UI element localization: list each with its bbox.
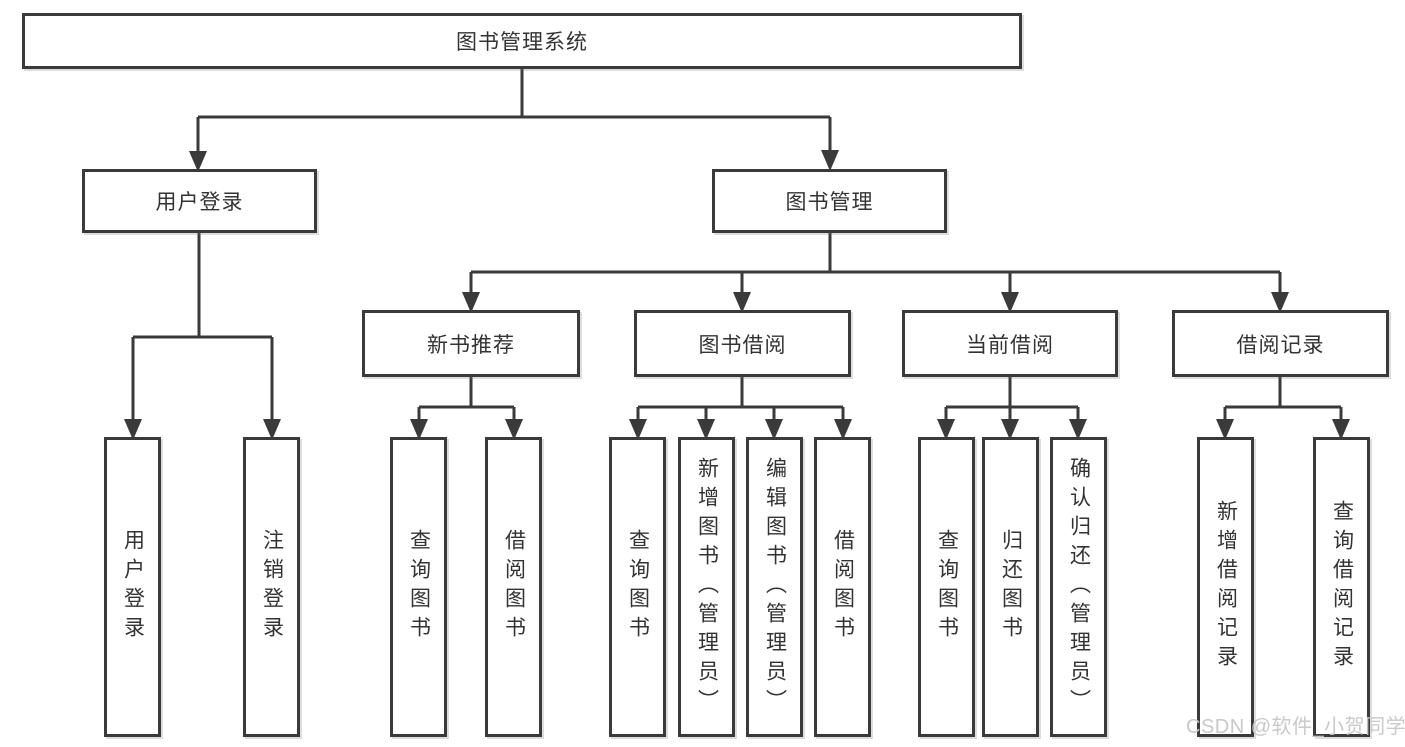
leaf-records-add-borrow-record: 新增借阅记录 xyxy=(1197,437,1254,737)
node-label: 图书管理 xyxy=(785,191,874,214)
node-new-book-recommendation: 新书推荐 xyxy=(362,310,580,377)
node-label: 查询图书 xyxy=(407,529,431,645)
node-label: 图书管理系统 xyxy=(456,31,588,54)
node-borrowing-records: 借阅记录 xyxy=(1172,310,1389,377)
node-label: 查询图书 xyxy=(626,529,650,645)
node-label: 归还图书 xyxy=(999,529,1023,645)
leaf-current-query-books: 查询图书 xyxy=(918,437,975,737)
node-label: 确认归还（管理员） xyxy=(1067,456,1091,718)
node-label: 查询图书 xyxy=(935,529,959,645)
node-user-login: 用户登录 xyxy=(82,169,317,233)
tree-edges xyxy=(131,69,1343,421)
node-label: 借阅图书 xyxy=(831,529,855,645)
leaf-user-login: 用户登录 xyxy=(104,437,161,737)
node-label: 图书借阅 xyxy=(698,333,787,357)
leaf-current-return-books: 归还图书 xyxy=(982,437,1039,737)
leaf-recommend-borrow-books: 借阅图书 xyxy=(485,437,542,737)
node-label: 新增借阅记录 xyxy=(1214,500,1238,674)
node-label: 用户登录 xyxy=(155,191,244,214)
leaf-recommend-query-books: 查询图书 xyxy=(390,437,447,737)
leaf-borrowing-borrow-books: 借阅图书 xyxy=(814,437,871,737)
node-book-borrowing: 图书借阅 xyxy=(634,310,851,377)
csdn-watermark: CSDN @软件_小贺同学 xyxy=(1186,716,1405,738)
leaf-current-confirm-return-admin: 确认归还（管理员） xyxy=(1050,437,1107,737)
node-label: 新增图书（管理员） xyxy=(695,456,719,718)
node-label: 新书推荐 xyxy=(427,333,515,357)
leaf-records-query-borrow-record: 查询借阅记录 xyxy=(1313,437,1370,737)
node-library-management-system: 图书管理系统 xyxy=(22,13,1022,69)
leaf-logout: 注销登录 xyxy=(243,437,300,737)
node-label: 注销登录 xyxy=(260,529,284,645)
leaf-borrowing-add-books-admin: 新增图书（管理员） xyxy=(678,437,735,737)
node-book-management: 图书管理 xyxy=(712,169,947,233)
leaf-borrowing-edit-books-admin: 编辑图书（管理员） xyxy=(746,437,803,737)
node-label: 借阅图书 xyxy=(502,529,526,645)
node-current-borrowing: 当前借阅 xyxy=(902,310,1118,377)
node-label: 用户登录 xyxy=(121,529,145,645)
leaf-borrowing-query-books: 查询图书 xyxy=(609,437,666,737)
node-label: 借阅记录 xyxy=(1236,333,1325,357)
node-label: 当前借阅 xyxy=(966,333,1054,357)
node-label: 查询借阅记录 xyxy=(1330,500,1354,674)
node-label: 编辑图书（管理员） xyxy=(763,456,787,718)
arrowheads xyxy=(124,150,1350,440)
